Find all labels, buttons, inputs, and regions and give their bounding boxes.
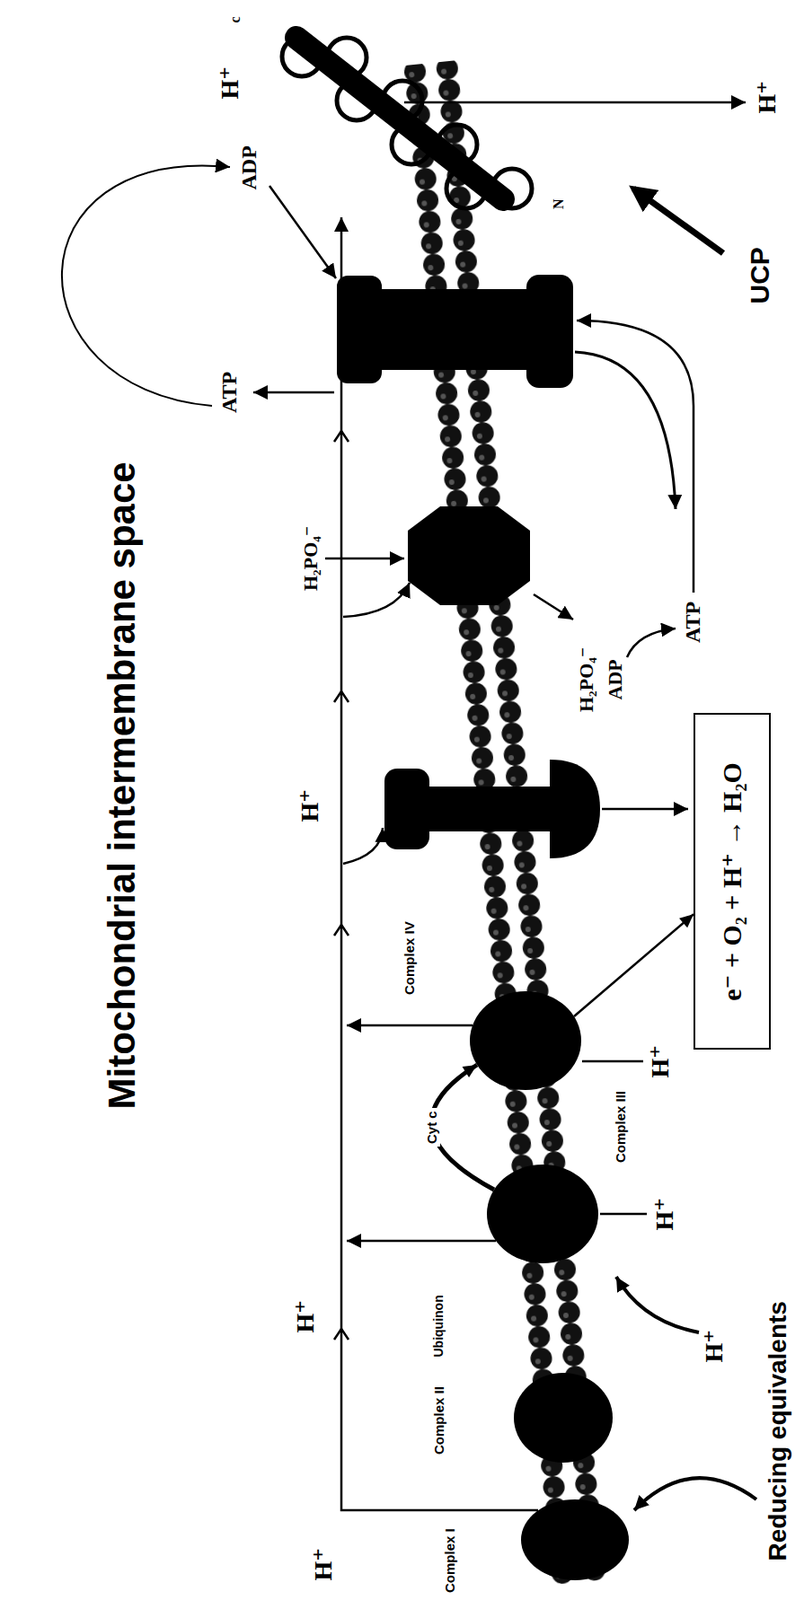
ucp-coil xyxy=(326,37,367,78)
annotation-label: c xyxy=(227,16,244,23)
ucp-coil xyxy=(336,80,377,121)
arrow-lines xyxy=(574,352,676,510)
phosphate-carrier xyxy=(407,506,531,606)
atp-synthase xyxy=(422,786,553,832)
connector-line xyxy=(431,1065,495,1191)
arrow-lines xyxy=(343,828,383,865)
arrow-lines xyxy=(627,628,676,658)
annotation-label: H⁺ xyxy=(699,1330,729,1364)
annotation-label: H⁺ xyxy=(752,80,782,115)
annotation-label: H₂PO₄⁻ xyxy=(299,526,322,592)
complex-label: Complex I xyxy=(441,1528,458,1594)
complex-label: Complex IV xyxy=(401,921,417,996)
blob-outline xyxy=(513,1373,613,1464)
lipid-bilayer xyxy=(397,60,612,1587)
annotation-label: UCP xyxy=(744,247,777,304)
ucp-coil xyxy=(282,36,532,209)
ucp-coil xyxy=(492,168,532,209)
arrow-lines xyxy=(633,188,724,254)
annotation-label: H⁺ xyxy=(295,789,325,823)
arrow-lines xyxy=(61,102,757,1511)
adenine-translocase xyxy=(336,274,574,389)
annotation-label: H⁺ xyxy=(215,66,245,100)
arrow-lines xyxy=(269,185,336,279)
ucp-coil xyxy=(446,168,486,209)
complex-blob: Complex IV xyxy=(469,991,582,1091)
complex-blob: Complex I xyxy=(521,1500,629,1582)
arrow-lines xyxy=(533,594,574,620)
adenine-translocase xyxy=(377,289,531,371)
arrow-lines xyxy=(404,101,746,105)
ucp-coil xyxy=(437,124,478,165)
connector xyxy=(574,914,694,1017)
arrowhead xyxy=(462,1065,478,1078)
annotation-label: N xyxy=(550,198,567,210)
phosphate-carrier xyxy=(407,506,531,606)
blob-outline xyxy=(469,991,582,1091)
arrow-lines xyxy=(334,925,349,937)
arrow-lines xyxy=(582,1060,644,1064)
adenine-translocase xyxy=(336,275,382,384)
arrow-lines xyxy=(341,217,539,1511)
annotation-label: ATP xyxy=(217,371,243,414)
reaction-text: e⁻ + O₂ + H⁺ → H₂O xyxy=(716,762,749,1002)
arrow-lines xyxy=(253,391,335,395)
blob-outline xyxy=(521,1500,629,1582)
blob-shape xyxy=(486,1165,599,1264)
blob-outline xyxy=(486,1165,599,1264)
reaction-box: e⁻ + O₂ + H⁺ → H₂O xyxy=(693,714,771,1052)
arrow-lines xyxy=(601,808,689,812)
ucp-coil xyxy=(282,36,532,209)
arrow-lines xyxy=(334,1329,349,1341)
arrow-lines xyxy=(600,1213,647,1217)
annotation-label: ATP xyxy=(680,601,707,644)
annotation-label: ADP xyxy=(237,145,263,190)
ucp-coil xyxy=(296,37,504,200)
complex-blob: Complex II xyxy=(513,1373,613,1464)
arrow-lines xyxy=(334,691,349,703)
atp-synthase xyxy=(384,759,601,859)
arrow-lines xyxy=(334,431,349,442)
annotation-label: Ubiquinon xyxy=(431,1295,446,1358)
complex-label: Complex III xyxy=(612,1091,628,1164)
arrow-lines xyxy=(576,320,694,593)
complex-blob: Complex III xyxy=(486,1165,599,1264)
atp-synthase xyxy=(549,759,601,859)
arrowhead xyxy=(679,914,694,928)
connector xyxy=(431,1065,495,1191)
arrow-lines xyxy=(634,1478,757,1511)
arrow-lines xyxy=(346,1024,473,1028)
blob-shape xyxy=(469,991,582,1091)
complex-label: Complex II xyxy=(431,1387,447,1456)
arrow-lines xyxy=(616,1277,699,1334)
ucp-coil xyxy=(382,80,423,121)
annotation-label: H⁺ xyxy=(650,1198,680,1232)
lipid-bilayer xyxy=(397,60,612,1587)
arrow-lines xyxy=(343,583,410,618)
annotation-label: H⁺ xyxy=(291,1300,320,1335)
title: Mitochondrial intermembrane space xyxy=(100,461,144,1110)
arrow-lines xyxy=(346,1240,496,1244)
annotation-label: H₂PO₄⁻ xyxy=(574,647,598,713)
connector-line xyxy=(574,914,694,1017)
edge-label: Cyt c xyxy=(423,1108,441,1148)
annotation-label: H⁺ xyxy=(309,1548,338,1582)
adenine-translocase xyxy=(526,274,574,389)
blob-shape xyxy=(513,1373,613,1464)
annotation-label: Reducing equivalents xyxy=(763,1301,793,1562)
ucp-coil xyxy=(391,124,432,165)
ucp-coil xyxy=(282,36,322,77)
annotation-label: H⁺ xyxy=(645,1045,675,1079)
blob-shape xyxy=(521,1500,629,1582)
annotation-label: ADP xyxy=(603,659,627,700)
arrow-lines xyxy=(61,165,230,407)
arrow-lines xyxy=(325,557,405,561)
